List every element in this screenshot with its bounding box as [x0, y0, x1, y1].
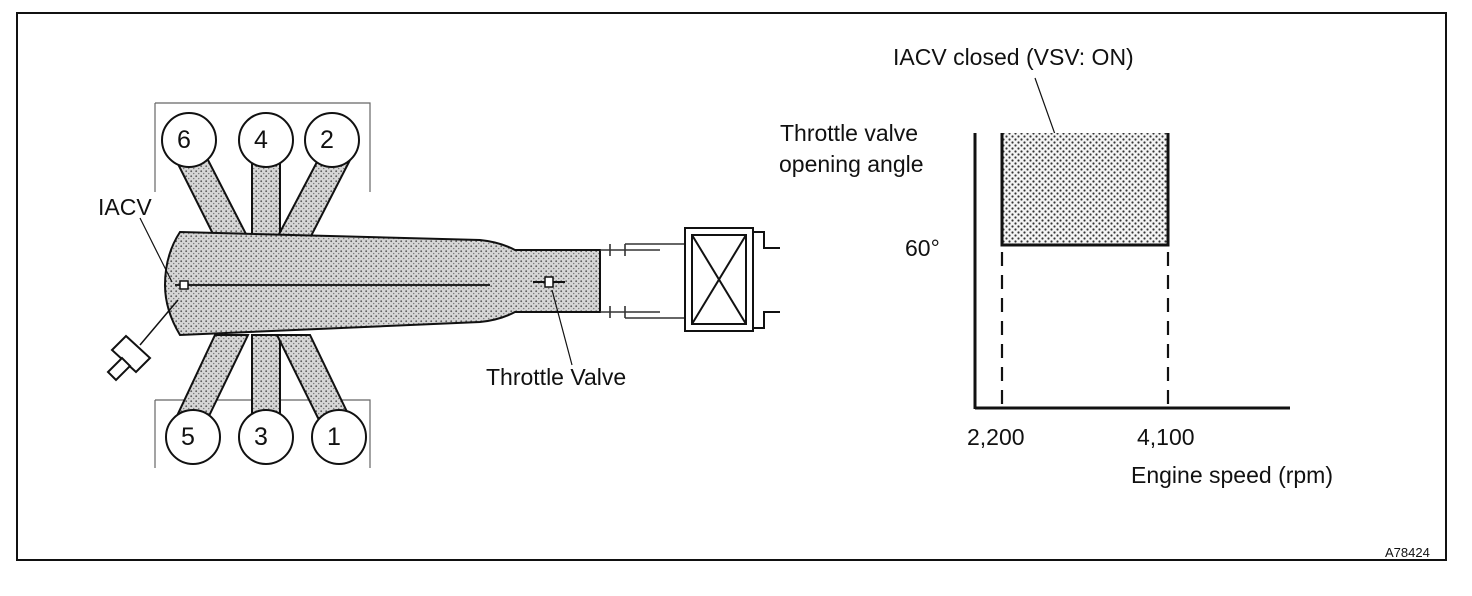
- graph-annotation: IACV closed (VSV: ON): [893, 44, 1134, 70]
- figure-frame: [16, 12, 1447, 561]
- x-axis-label: Engine speed (rpm): [1131, 462, 1333, 488]
- vsv-actuator: [106, 299, 179, 382]
- cylinder-bank-outlines: [154, 102, 371, 468]
- cylinder-2-label: 2: [320, 126, 334, 154]
- iacv-valve: [179, 280, 189, 290]
- y-axis-label-line1: Throttle valve: [780, 120, 919, 146]
- throttle-valve-label: Throttle Valve: [486, 364, 627, 390]
- iacv-label: IACV: [98, 194, 152, 220]
- x-tick-2200: 2,200: [967, 424, 1025, 450]
- throttle-valve: [533, 276, 565, 288]
- cylinder-1-label: 1: [327, 423, 341, 451]
- cylinders: [161, 112, 367, 465]
- air-filter: [684, 227, 780, 332]
- cylinder-5-label: 5: [181, 423, 195, 451]
- cylinder-3-label: 3: [254, 423, 268, 451]
- figure-code: A78424: [1385, 545, 1430, 560]
- throttle-body: [600, 243, 685, 319]
- y-tick-60: 60°: [905, 235, 940, 261]
- cylinder-4-label: 4: [254, 126, 268, 154]
- surge-tank: [163, 230, 601, 337]
- cylinder-6-label: 6: [177, 126, 191, 154]
- graph: [973, 133, 1290, 410]
- opening-angle-curve: [1000, 133, 1170, 247]
- y-axis-label-line2: opening angle: [779, 151, 924, 177]
- x-tick-4100: 4,100: [1137, 424, 1195, 450]
- iacv-closed-region: [1002, 133, 1168, 245]
